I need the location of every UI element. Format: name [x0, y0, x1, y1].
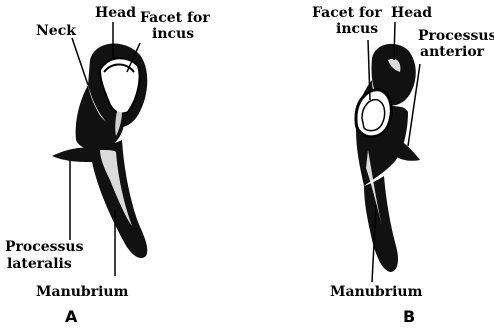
leader-a-neck: [72, 38, 88, 85]
panel-a: Head Facet for incus Neck Processus late…: [5, 5, 210, 325]
malleus-b-manubrium: [364, 176, 398, 272]
label-b-facet-line2: incus: [336, 21, 378, 37]
label-a-neck: Neck: [36, 23, 76, 39]
label-b-processus-line1: Processus: [418, 28, 494, 44]
label-b-facet-line1: Facet for: [312, 5, 382, 21]
malleus-a-processus-lateralis: [52, 147, 94, 162]
label-a-manubrium: Manubrium: [36, 284, 129, 300]
label-b-manubrium: Manubrium: [330, 284, 423, 300]
panel-b-letter: B: [403, 307, 415, 325]
panel-b: Facet for incus Head Processus anterior …: [312, 5, 494, 325]
label-a-processus-line1: Processus: [5, 239, 84, 255]
label-a-facet-line2: incus: [152, 26, 194, 42]
label-a-facet-line1: Facet for: [140, 10, 210, 26]
label-b-processus-line2: anterior: [420, 44, 485, 60]
label-b-head: Head: [391, 5, 432, 21]
label-a-head: Head: [95, 5, 136, 21]
panel-a-letter: A: [65, 307, 78, 325]
label-a-processus-line2: lateralis: [7, 256, 72, 272]
leader-b-head: [394, 22, 395, 60]
